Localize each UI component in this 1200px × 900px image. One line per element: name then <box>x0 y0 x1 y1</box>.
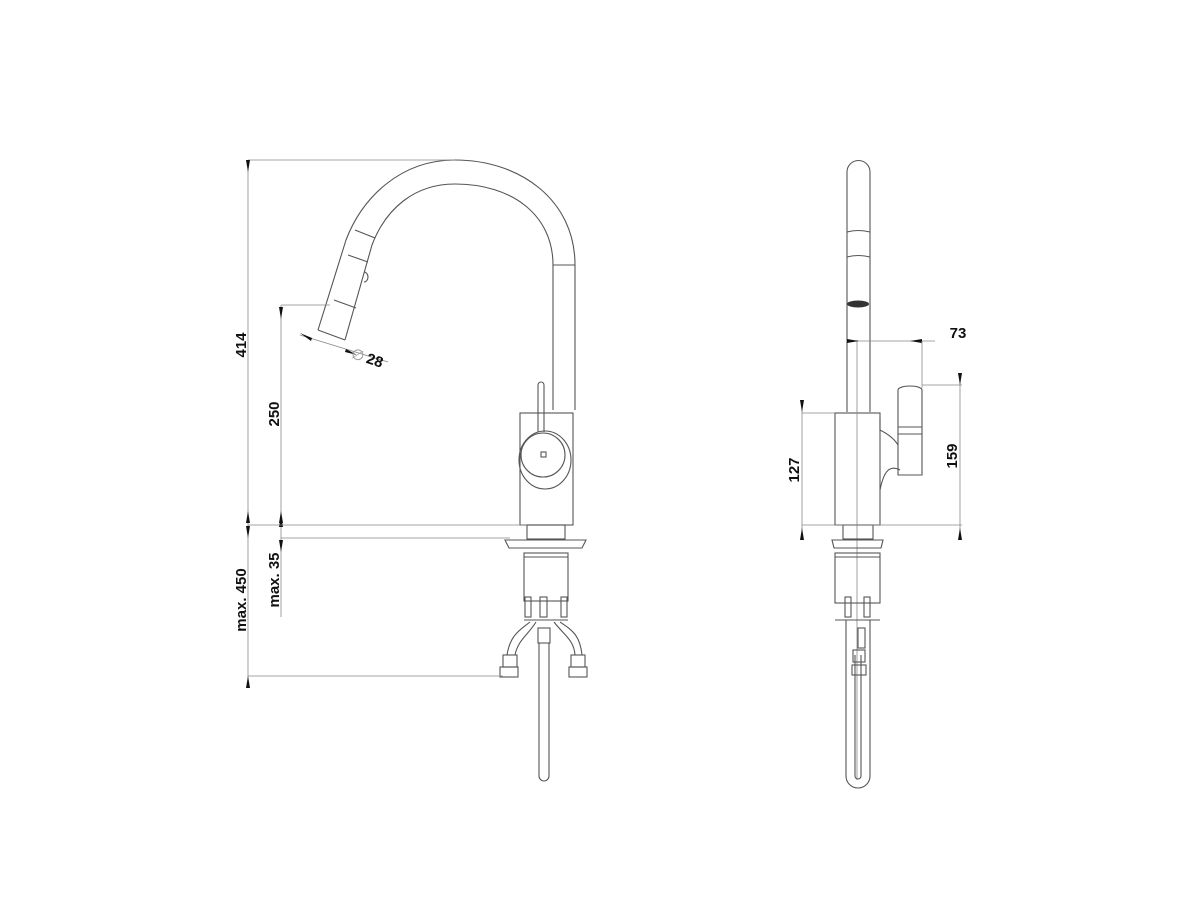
dim-max-hose: max. 450 <box>233 568 250 631</box>
dim-max-deck: max. 35 <box>266 552 283 607</box>
side-view: 414 250 max. 35 max. 450 ∅ 28 <box>233 159 588 782</box>
dim-spout-height: 250 <box>266 401 283 426</box>
front-spout <box>846 160 871 412</box>
mounting-kit <box>499 524 588 782</box>
svg-text:28: 28 <box>364 350 385 371</box>
diameter-icon: ∅ <box>349 345 367 365</box>
front-view: 73 159 127 <box>786 160 966 789</box>
spout <box>317 159 576 410</box>
front-body <box>834 340 923 780</box>
dim-body-height: 127 <box>786 457 803 482</box>
dim-total-height: 414 <box>233 332 250 358</box>
dim-handle-offset: 73 <box>950 325 967 342</box>
front-dimensions: 73 159 127 <box>786 325 966 540</box>
front-mounting-kit <box>831 524 884 789</box>
mixer-body <box>518 381 574 526</box>
indicator-icon <box>540 451 547 458</box>
side-dimensions: 414 250 max. 35 max. 450 ∅ 28 <box>233 159 527 688</box>
dim-spray-diameter: ∅ 28 <box>349 345 385 371</box>
aerator-icon <box>847 300 869 308</box>
dim-handle-height: 159 <box>944 443 961 468</box>
